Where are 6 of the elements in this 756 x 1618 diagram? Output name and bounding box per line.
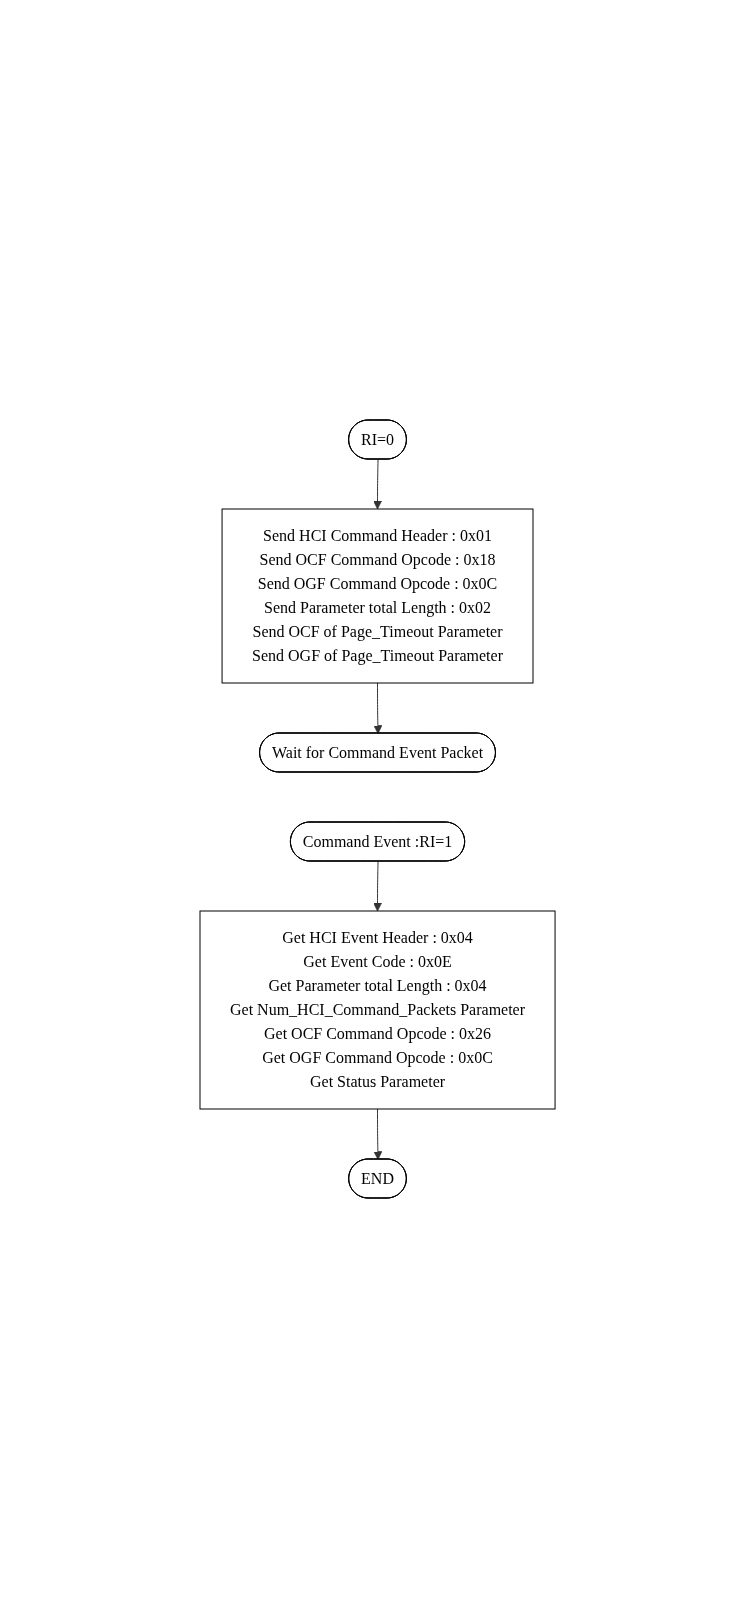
node-box: Send HCI Command Header : 0x01 Send OCF Command Opcode : 0x18 Send OGF Command Opcode : 0x0C Send Parameter total Length : 0x02 Send OCF of Page_Timeout Parameter Send OGF of Page_Timeout Parameter: [222, 508, 534, 684]
arrow: [373, 459, 383, 510]
arrow: [373, 682, 383, 734]
arrow: [373, 1108, 383, 1160]
arrow: [373, 861, 383, 912]
node-box: Get HCI Event Header : 0x04 Get Event Code : 0x0E Get Parameter total Length : 0x04 Get Num_HCI_Command_Packets Parameter Get OCF Command Opcode : 0x26 Get OGF Command Opcode : 0x0C Get Status Parameter: [199, 910, 556, 1110]
